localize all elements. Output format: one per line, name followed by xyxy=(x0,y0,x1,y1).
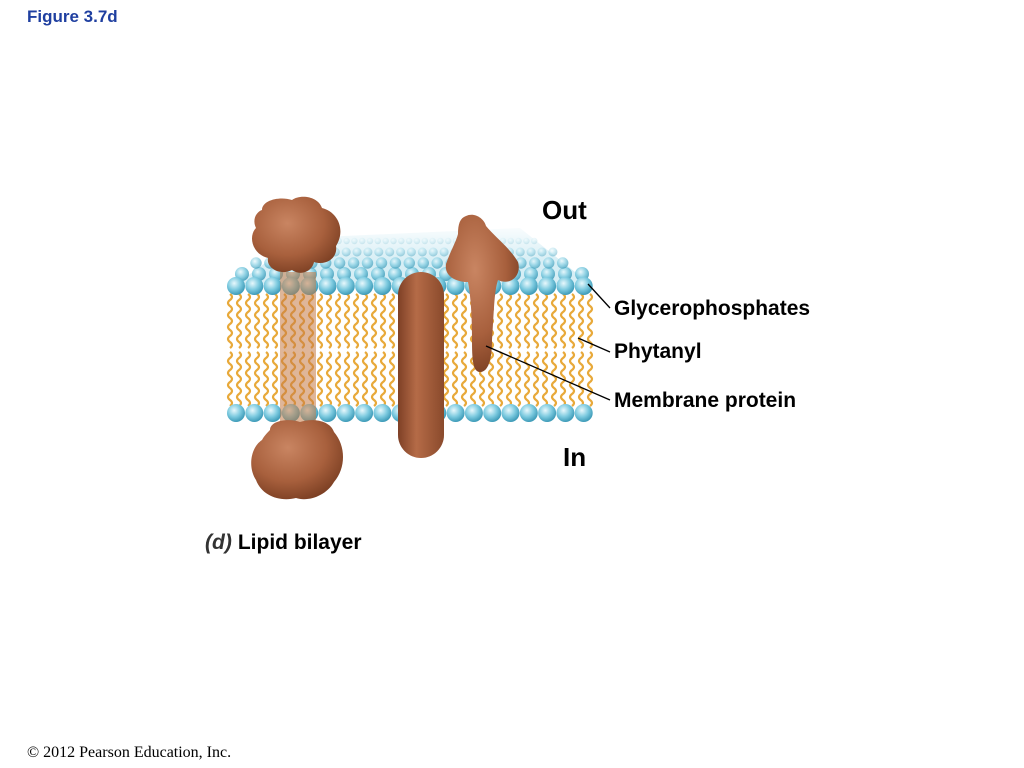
glycerophosphates-label: Glycerophosphates xyxy=(614,297,811,320)
membrane-protein-anchored xyxy=(445,214,519,372)
figure-caption: (d)Lipid bilayer xyxy=(205,531,362,555)
membrane-protein-label: Membrane protein xyxy=(614,389,797,412)
caption-letter: (d) xyxy=(205,531,232,554)
figure-title: Figure 3.7d xyxy=(27,7,118,26)
membrane-protein-rod xyxy=(398,272,444,458)
copyright-notice: © 2012 Pearson Education, Inc. xyxy=(27,744,232,761)
label-leader-lines xyxy=(485,283,611,401)
outside-label: Out xyxy=(542,195,587,225)
phytanyl-label: Phytanyl xyxy=(614,340,702,363)
inside-label: In xyxy=(563,442,587,472)
caption-text: Lipid bilayer xyxy=(237,531,362,554)
membrane-protein-channel xyxy=(251,196,343,500)
